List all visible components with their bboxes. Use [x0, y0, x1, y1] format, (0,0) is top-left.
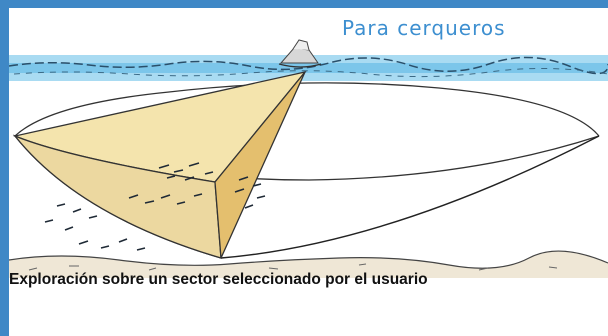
sonar-sector-illustration	[9, 39, 608, 278]
boat-icon	[278, 39, 322, 68]
selected-sector	[12, 70, 307, 259]
seabed	[9, 250, 608, 278]
illustration-panel: Para cerqueros Exploración sobre un sect…	[9, 8, 608, 336]
illustration-caption: Exploración sobre un sector seleccionado…	[9, 271, 428, 288]
page-title: Para cerqueros	[342, 16, 506, 40]
fish-school-icon	[44, 162, 266, 251]
